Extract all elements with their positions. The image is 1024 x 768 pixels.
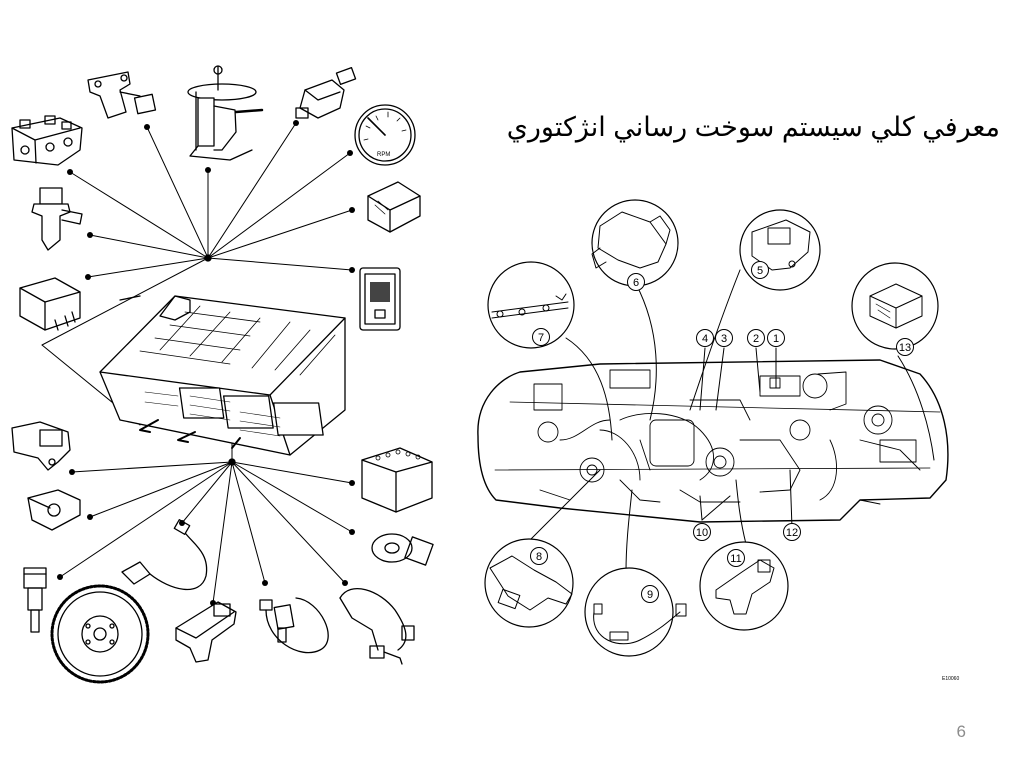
- battery-icon: [361, 447, 433, 513]
- idle-actuator-icon: [87, 71, 157, 119]
- detail-8-injector: [489, 555, 573, 611]
- callout-label: 12: [786, 527, 798, 539]
- detail-7-fuel-rail: [491, 293, 569, 319]
- callout-label: 7: [538, 332, 544, 344]
- callout-label: 13: [899, 342, 911, 354]
- callout-2: 2: [747, 329, 765, 347]
- callout-label: 5: [757, 265, 763, 277]
- callout-13: 13: [896, 338, 914, 356]
- detail-13-connector: [869, 283, 923, 329]
- map-sensor-icon: [11, 421, 71, 471]
- callout-label: 3: [721, 333, 727, 345]
- oxygen-sensor-1-icon: [259, 597, 329, 654]
- flywheel-icon: [50, 584, 150, 684]
- ignition-coil-icon: [11, 115, 83, 166]
- callout-4: 4: [696, 329, 714, 347]
- callout-6: 6: [627, 273, 645, 291]
- callout-label: 2: [753, 333, 759, 345]
- crank-sensor-icon: [121, 519, 208, 591]
- oxygen-sensor-2-icon: [339, 588, 415, 665]
- upper-end-dots: [67, 120, 355, 280]
- callout-label: 6: [633, 277, 639, 289]
- figure-code: E10060: [942, 676, 959, 682]
- coolant-sensor-icon: [23, 567, 47, 633]
- lower-hub-lines: [59, 439, 353, 604]
- diagnostic-connector-icon: [367, 181, 421, 233]
- detail-6-regulator: [591, 211, 671, 269]
- callout-label: 4: [702, 333, 708, 345]
- pressure-regulator-icon: [295, 66, 357, 119]
- throttle-sensor-icon: [27, 489, 81, 531]
- callout-label: 1: [773, 333, 779, 345]
- detail-9-oxygen-sensor: [593, 603, 687, 645]
- callout-12: 12: [783, 523, 801, 541]
- cam-sensor-icon: [175, 601, 237, 663]
- callout-label: 9: [647, 589, 653, 601]
- upper-hub-lines: [41, 122, 353, 426]
- switch-panel-icon: [359, 267, 401, 331]
- callout-9: 9: [641, 585, 659, 603]
- callout-11: 11: [727, 549, 745, 567]
- detail-11-cam-sensor: [715, 559, 775, 615]
- ecu-overview-diagram: RPM: [11, 65, 434, 684]
- callout-label: 11: [730, 553, 741, 565]
- callout-7: 7: [532, 328, 550, 346]
- knock-sensor-icon: [371, 533, 434, 566]
- callout-3: 3: [715, 329, 733, 347]
- engine-internals: [533, 369, 921, 505]
- fuel-pump-icon: [187, 65, 264, 161]
- relay-icon: [19, 277, 81, 331]
- callout-10: 10: [693, 523, 711, 541]
- upper-hub-dot: [204, 254, 212, 262]
- fuel-injector-icon: [31, 187, 83, 251]
- callout-label: 8: [536, 551, 542, 563]
- callout-5: 5: [751, 261, 769, 279]
- callout-8: 8: [530, 547, 548, 565]
- rpm-label: RPM: [377, 152, 390, 158]
- page-number: 6: [956, 722, 966, 741]
- callout-1: 1: [767, 329, 785, 347]
- callout-label: 10: [696, 527, 708, 539]
- ecu-unit: [99, 295, 346, 456]
- detail-5-map-sensor: [751, 219, 811, 271]
- callout-leaders: [529, 269, 935, 573]
- slide-title: معرفي كلي سيستم سوخت رساني انژکتوري: [506, 112, 1000, 142]
- tachometer-icon: RPM: [354, 104, 416, 166]
